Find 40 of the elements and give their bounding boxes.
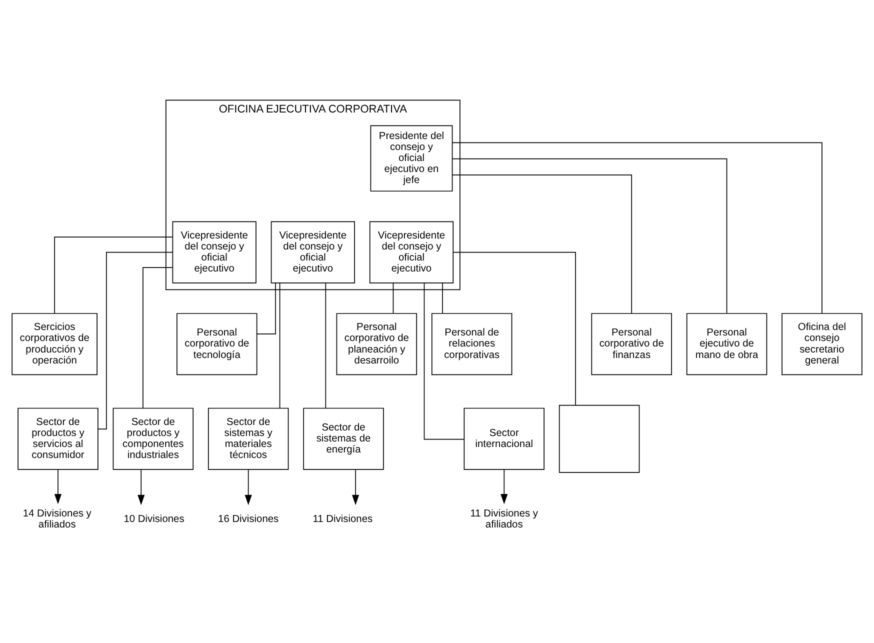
node-box: Vicepresidente del consejo y oficial ejecutivo (270, 220, 355, 283)
connector (54, 236, 173, 314)
connector (452, 251, 576, 405)
arrow (138, 468, 145, 505)
node-box: Vicepresidente del consejo y oficial ejecutivo (172, 220, 256, 283)
connector (279, 282, 280, 408)
node-box: Sercicios corporativos de producción y operación (12, 312, 98, 375)
node-box: Sector internacional (464, 407, 544, 470)
node-text: 11 Divisiones (312, 513, 373, 524)
node-box: Personal corporativo de planeación y desarroilo (336, 312, 418, 375)
node-text: 10 Divisiones (124, 513, 184, 524)
node-box: Presidente del consejo y oficial ejecutivo en jefe (370, 124, 453, 192)
node-box: Sector de productos y componentes industriales (112, 407, 194, 470)
connector (392, 282, 394, 314)
node-box: Personal corporativo de tecnología (176, 312, 258, 375)
node-text: 16 Divisiones (218, 513, 279, 524)
node-box (558, 404, 640, 472)
node-box: Vicepresidente del consejo y oficial ejecutivo (369, 220, 454, 283)
node-box: Personal de relaciones corporativas (431, 312, 512, 375)
node-box: Personal ejecutivo de mano de obra (686, 312, 768, 375)
connector (452, 174, 632, 314)
node-box: Oficina del consejo secretario general (782, 312, 862, 375)
node-box: Sector de sistemas de energía (303, 407, 384, 470)
arrow (500, 468, 508, 504)
connector (452, 142, 822, 314)
arrow (54, 468, 62, 504)
connector (256, 282, 276, 334)
arrow (244, 468, 252, 505)
arrow (352, 468, 360, 505)
node-box: Personal corporativo de finanzas (591, 312, 672, 375)
connector (452, 158, 728, 313)
node-text: 14 Divisiones y afiliados (22, 508, 92, 530)
node-box: Sector de sistemas y materiales técnicos (208, 407, 289, 470)
connector (325, 282, 326, 408)
node-box: Sector de productos y servicios al consumidor (18, 407, 98, 470)
connector (98, 251, 174, 429)
node-text: 11 Divisiones y afiliados (470, 508, 538, 530)
connector (142, 266, 173, 408)
connector (424, 282, 464, 440)
connector (442, 282, 443, 314)
